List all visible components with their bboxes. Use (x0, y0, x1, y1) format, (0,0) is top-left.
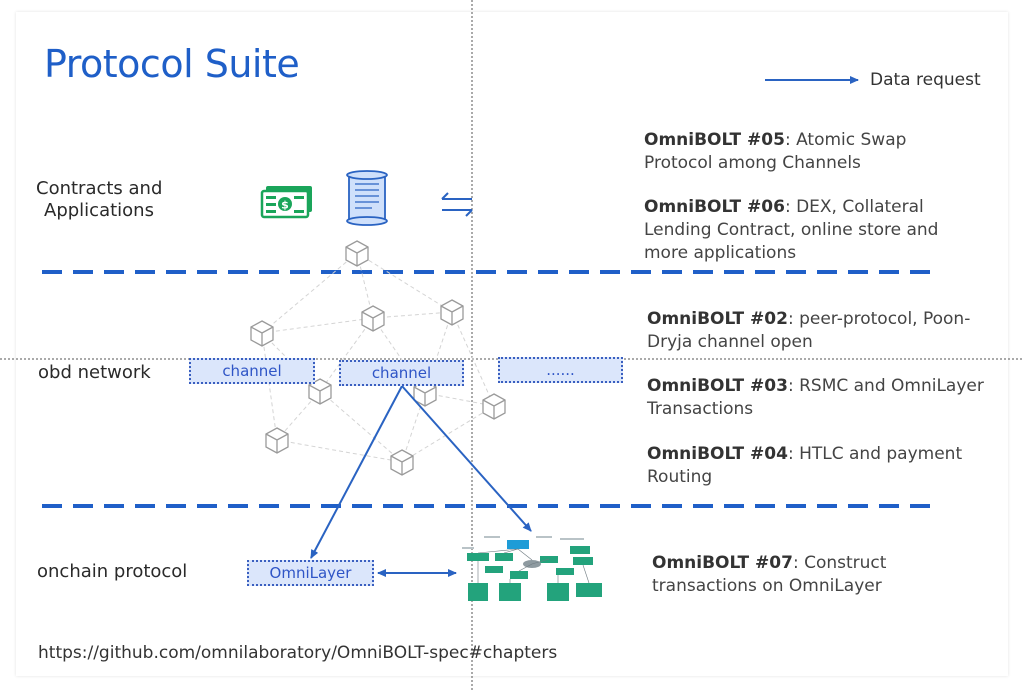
slide (16, 12, 1008, 676)
spec-text: : HTLC and payment (787, 444, 963, 464)
spec-id: OmniBOLT #02 (647, 309, 788, 329)
legend-label: Data request (870, 70, 981, 90)
transaction-diagram-icon (462, 536, 602, 601)
spec-text: : RSMC and OmniLayer (787, 376, 984, 396)
channel-box-more[interactable]: ...... (498, 357, 623, 383)
spec-id: OmniBOLT #03 (647, 376, 788, 396)
omnilayer-box[interactable]: OmniLayer (247, 560, 374, 586)
spec-text: : DEX, Collateral (784, 197, 924, 217)
spec-text: more applications (644, 243, 797, 263)
channel-box[interactable]: channel (339, 360, 464, 386)
cube-node-icon (345, 240, 369, 267)
page-title: Protocol Suite (44, 42, 300, 86)
spec-02: OmniBOLT #02: peer-protocol, Poon- Dryja… (647, 308, 970, 354)
layer-label-onchain: onchain protocol (37, 561, 188, 582)
cube-node-icon (440, 299, 464, 326)
spec-text: : Construct (792, 553, 887, 573)
spec-07: OmniBOLT #07: Construct transactions on … (652, 552, 886, 598)
cube-node-icon (361, 305, 385, 332)
spec-id: OmniBOLT #05 (644, 130, 785, 150)
spec-05: OmniBOLT #05: Atomic Swap Protocol among… (644, 129, 906, 175)
svg-text:$: $ (281, 199, 289, 212)
channel-box[interactable]: channel (189, 358, 315, 384)
spec-id: OmniBOLT #07 (652, 553, 793, 573)
footer-url-link[interactable]: https://github.com/omnilaboratory/OmniBO… (38, 643, 558, 663)
cube-node-icon (265, 427, 289, 454)
layer-label-contracts: Contracts and Applications (36, 178, 162, 222)
contract-scroll-icon (346, 170, 388, 226)
spec-id: OmniBOLT #06 (644, 197, 785, 217)
spec-text: Routing (647, 467, 713, 487)
cube-node-icon (390, 449, 414, 476)
spec-text: transactions on OmniLayer (652, 576, 882, 596)
money-icon: $ (260, 186, 312, 219)
spec-03: OmniBOLT #03: RSMC and OmniLayer Transac… (647, 375, 984, 421)
layer-label-contracts-line2: Applications (44, 200, 154, 221)
spec-text: : peer-protocol, Poon- (787, 309, 971, 329)
spec-text: Dryja channel open (647, 332, 813, 352)
arrow-channel-to-omnilayer (310, 385, 403, 559)
spec-id: OmniBOLT #04 (647, 444, 788, 464)
layer-label-network: obd network (38, 362, 151, 383)
arrow-channel-to-transactions (401, 385, 532, 532)
spec-06: OmniBOLT #06: DEX, Collateral Lending Co… (644, 196, 938, 265)
cube-node-icon (482, 393, 506, 420)
exchange-arrows-icon (441, 192, 473, 217)
spec-text: Transactions (647, 399, 754, 419)
layer-label-contracts-line1: Contracts and (36, 178, 163, 199)
cube-node-icon (250, 320, 274, 347)
spec-text: : Atomic Swap (784, 130, 907, 150)
spec-text: Lending Contract, online store and (644, 220, 939, 240)
spec-04: OmniBOLT #04: HTLC and payment Routing (647, 443, 962, 489)
spec-text: Protocol among Channels (644, 153, 861, 173)
